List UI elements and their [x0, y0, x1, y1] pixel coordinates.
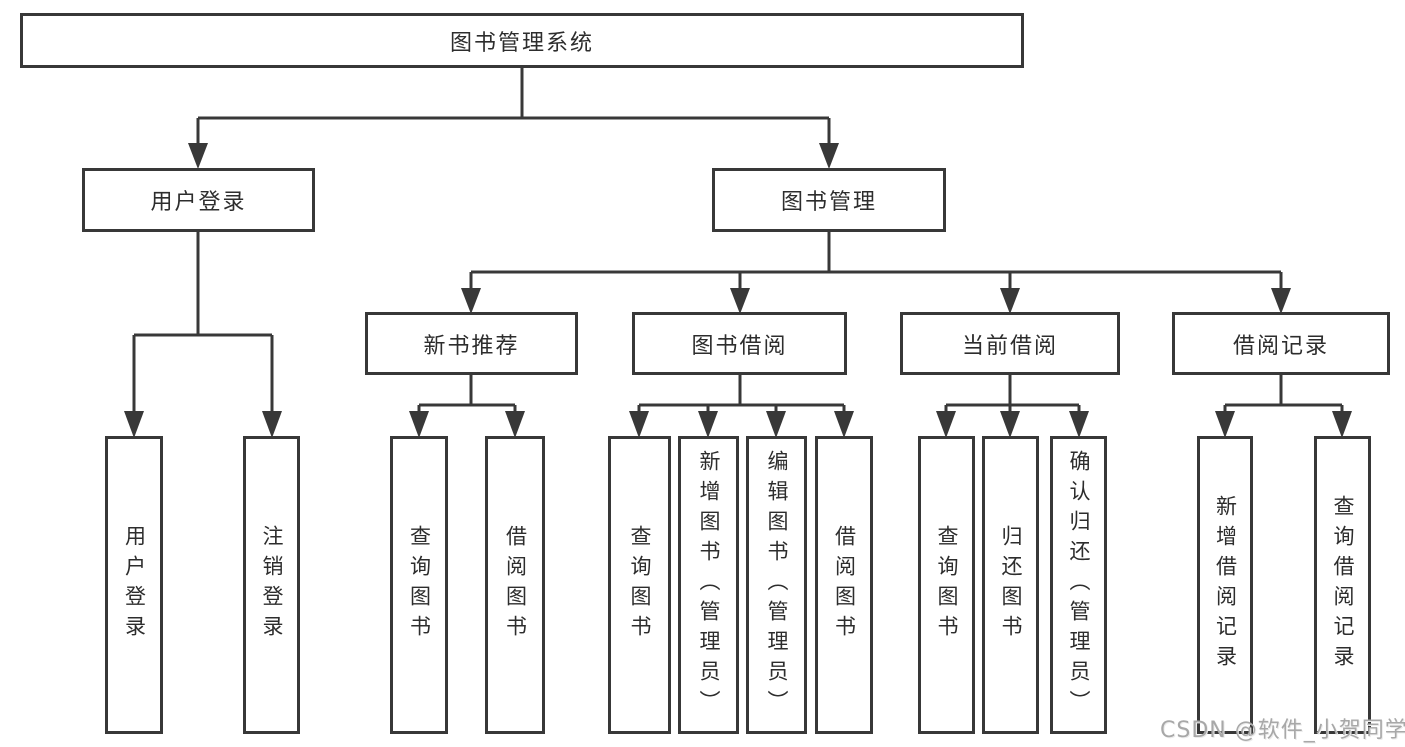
watermark: CSDN @软件_小贺同学 — [1160, 718, 1405, 743]
leaf-return-books: 归还图书 — [982, 436, 1039, 734]
leaf-borrow-books-borrowing: 借阅图书 — [815, 436, 873, 734]
connector-borrowing-records — [1223, 375, 1344, 414]
leaf-query-books-borrowing: 查询图书 — [608, 436, 671, 734]
node-borrowing-records: 借阅记录 — [1172, 312, 1390, 375]
leaf-add-borrow-record: 新增借阅记录 — [1197, 436, 1253, 734]
arrowheads — [124, 143, 1352, 438]
leaf-query-books-current: 查询图书 — [918, 436, 975, 734]
leaf-query-books-recommend: 查询图书 — [390, 436, 448, 734]
leaf-user-login: 用户登录 — [105, 436, 163, 734]
connector-book-mgmt — [469, 232, 1283, 291]
connector-current-borrowing — [944, 375, 1081, 414]
node-current-borrowing: 当前借阅 — [900, 312, 1120, 375]
connector-book-borrowing — [637, 375, 846, 414]
node-user-login: 用户登录 — [82, 168, 315, 232]
node-book-management: 图书管理 — [712, 168, 946, 232]
node-new-book-recommend: 新书推荐 — [365, 312, 578, 375]
leaf-add-books-admin: 新增图书（管理员） — [678, 436, 739, 734]
node-book-borrowing: 图书借阅 — [632, 312, 847, 375]
connector-root — [196, 68, 831, 146]
leaf-borrow-books-recommend: 借阅图书 — [485, 436, 545, 734]
leaf-query-borrow-record: 查询借阅记录 — [1314, 436, 1371, 734]
connector-new-book-recommend — [417, 375, 517, 414]
leaf-edit-books-admin: 编辑图书（管理员） — [746, 436, 807, 734]
connector-user-login — [132, 232, 274, 414]
node-root: 图书管理系统 — [20, 13, 1024, 68]
leaf-confirm-return-admin: 确认归还（管理员） — [1050, 436, 1107, 734]
leaf-logout: 注销登录 — [243, 436, 300, 734]
